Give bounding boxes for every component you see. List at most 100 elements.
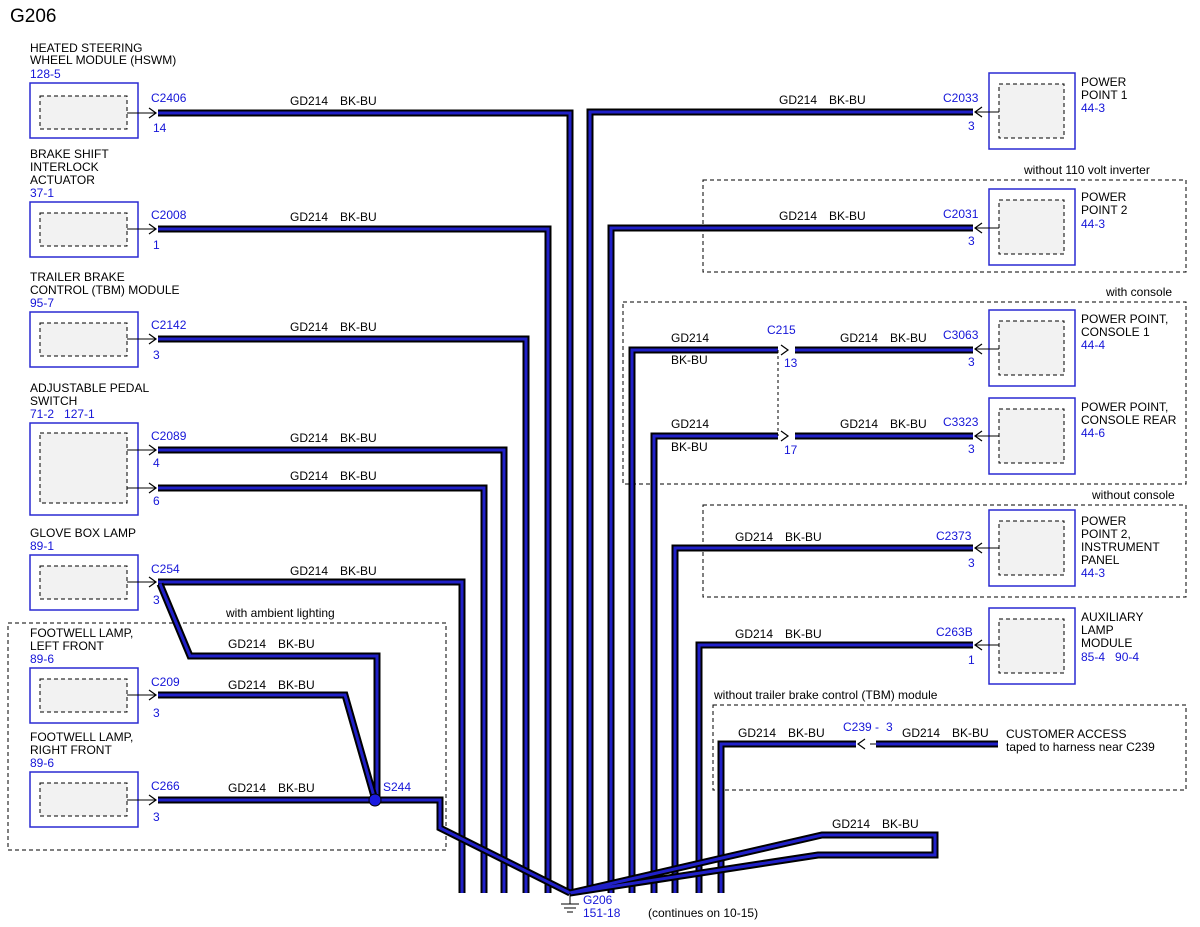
wire-tbm-core	[158, 337, 528, 893]
right-connectors: C2033 3 C2031 3 C3063 3 C3323 3 C2373 3 …	[767, 91, 1155, 754]
c3323-pin: 3	[968, 442, 975, 456]
component-footwell-lamp-right: FOOTWELL LAMP, RIGHT FRONT 89-6	[29, 730, 139, 828]
ppcr-name-line-2: CONSOLE REAR	[1081, 413, 1177, 427]
aps-box	[29, 422, 139, 516]
wire-label-glovebox-code: GD214	[290, 564, 328, 578]
c3063-arrow	[973, 343, 983, 355]
wire-label-bsi-code: GD214	[290, 210, 328, 224]
wire-label-c239-access-color: BK-BU	[952, 726, 989, 740]
wire-label-loop-code: GD214	[832, 817, 870, 831]
c239-arrow	[856, 738, 866, 750]
aps-name-line-1: ADJUSTABLE PEDAL	[30, 381, 149, 395]
wire-label-glovebox-color: BK-BU	[340, 564, 377, 578]
wire-label-tbm-color: BK-BU	[340, 320, 377, 334]
component-adjustable-pedal-switch: ADJUSTABLE PEDAL SWITCH 71-2 127-1	[29, 381, 149, 516]
wire-label-pp2-color: BK-BU	[829, 209, 866, 223]
component-brake-shift-interlock: BRAKE SHIFT INTERLOCK ACTUATOR 37-1	[29, 147, 139, 258]
wire-label-flr-color: BK-BU	[278, 781, 315, 795]
wire-label-c239-access-code: GD214	[902, 726, 940, 740]
component-glove-box-lamp: GLOVE BOX LAMP 89-1	[29, 526, 139, 611]
pp1-box	[988, 72, 1076, 150]
no-console-zone	[702, 504, 1187, 598]
wire-pp2-core	[609, 226, 973, 893]
wire-label-tbm-code: GD214	[290, 320, 328, 334]
c263b-arrow	[973, 639, 983, 651]
c3063-pin: 3	[968, 355, 975, 369]
aps-name-line-2: SWITCH	[30, 394, 77, 408]
c2031-pin: 3	[968, 234, 975, 248]
ppip-name-line-1: POWER	[1081, 514, 1127, 528]
flr-name-line-2: RIGHT FRONT	[30, 743, 112, 757]
wire-flr-s244	[158, 796, 572, 897]
c215-pin-17: 17	[784, 443, 798, 457]
wire-alm-core	[697, 643, 973, 893]
hswm-name-line-1: HEATED STEERING	[30, 41, 142, 55]
pp2-inner	[998, 199, 1065, 255]
no-tbm-zone	[712, 704, 1187, 791]
no-console-zone-label: without console	[1091, 488, 1175, 502]
wire-label-c215-13-code: GD214	[671, 331, 709, 345]
ppcr-ref: 44-6	[1081, 426, 1105, 440]
left-components: HEATED STEERING WHEEL MODULE (HSWM) 128-…	[29, 41, 180, 828]
pp2-box	[988, 188, 1076, 266]
c3063-id: C3063	[943, 328, 979, 342]
ground-g206: G206 151-18 (continues on 10-15)	[561, 893, 758, 920]
component-footwell-lamp-left: FOOTWELL LAMP, LEFT FRONT 89-6	[29, 626, 139, 724]
wire-label-fll-code: GD214	[228, 678, 266, 692]
ppc1-name-line-1: POWER POINT,	[1081, 312, 1168, 326]
c2089-arrow-4	[148, 444, 158, 456]
wire-c215-13-core	[630, 348, 778, 893]
ambient-zone-label: with ambient lighting	[225, 606, 335, 620]
hswm-inner	[39, 95, 128, 130]
wire-label-aps-6-code: GD214	[290, 469, 328, 483]
wire-label-loop-color: BK-BU	[882, 817, 919, 831]
ppip-name-line-2: POINT 2,	[1081, 527, 1131, 541]
ground-continues-note: (continues on 10-15)	[648, 906, 758, 920]
c2373-id: C2373	[936, 529, 972, 543]
splice-s244-dot	[368, 793, 382, 807]
wire-ppip-core	[673, 546, 973, 893]
flr-name-line-1: FOOTWELL LAMP,	[30, 730, 133, 744]
c2406-pin: 14	[153, 121, 167, 135]
wire-pp1-core	[588, 110, 973, 893]
gbl-ref: 89-1	[30, 539, 54, 553]
wire-glovebox-core	[158, 580, 464, 893]
component-power-point-console-1: POWER POINT, CONSOLE 1 44-4	[988, 309, 1168, 387]
component-power-point-2: POWER POINT 2 44-3	[988, 188, 1128, 266]
console-zone-label: with console	[1105, 285, 1172, 299]
alm-name-line-1: AUXILIARY	[1081, 610, 1143, 624]
alm-name-line-3: MODULE	[1081, 636, 1132, 650]
left-connectors: C2406 14 C2008 1 C2142 3 C2089 4 6 C254 …	[127, 91, 187, 824]
wire-label-pp1-code: GD214	[779, 93, 817, 107]
alm-inner	[998, 618, 1065, 674]
alm-ref: 85-4 90-4	[1081, 650, 1139, 664]
pp1-name-line-1: POWER	[1081, 75, 1127, 89]
wire-label-ppc1-code: GD214	[840, 331, 878, 345]
no-inverter-zone	[702, 179, 1187, 273]
ppcr-inner	[998, 408, 1065, 464]
c2031-arrow	[973, 222, 983, 234]
c2033-pin: 3	[968, 119, 975, 133]
component-power-point-1: POWER POINT 1 44-3	[988, 72, 1128, 150]
page-title: G206	[10, 6, 56, 27]
wire-glovebox	[158, 578, 466, 893]
component-hswm: HEATED STEERING WHEEL MODULE (HSWM) 128-…	[29, 41, 176, 139]
wire-c215-17-core	[652, 434, 778, 893]
c3323-id: C3323	[943, 415, 979, 429]
wire-label-bsi-color: BK-BU	[340, 210, 377, 224]
bsi-name-line-1: BRAKE SHIFT	[30, 147, 109, 161]
bsi-ref: 37-1	[30, 186, 54, 200]
wire-label-fll-color: BK-BU	[278, 678, 315, 692]
wire-label-alm-code: GD214	[735, 627, 773, 641]
aps-inner	[39, 432, 128, 504]
wire-fll-s244	[158, 691, 379, 801]
wire-aps-4-core	[158, 448, 506, 893]
c263b-id: C263B	[936, 625, 973, 639]
ppip-inner	[998, 520, 1065, 576]
wire-label-aps-6-color: BK-BU	[340, 469, 377, 483]
c209-id: C209	[151, 675, 180, 689]
aps-ref: 71-2 127-1	[30, 407, 95, 421]
c209-pin: 3	[153, 706, 160, 720]
